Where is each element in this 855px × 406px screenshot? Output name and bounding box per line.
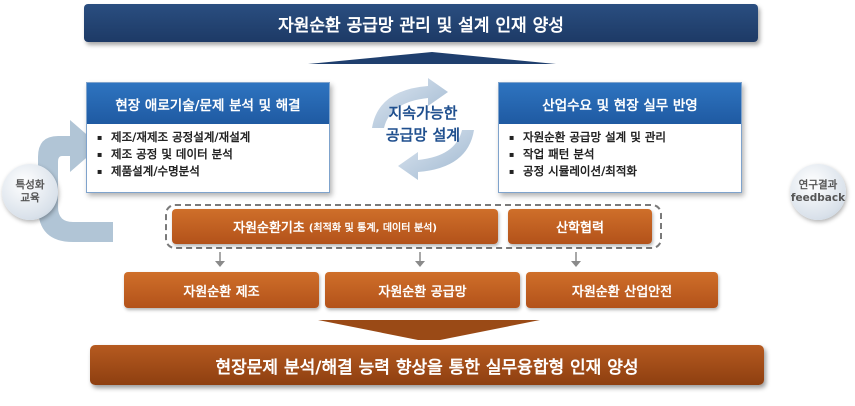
coop-box: 산학협력 <box>508 209 652 244</box>
down-arrow-icon <box>571 252 581 267</box>
list-item-text: 작업 패턴 분석 <box>523 147 595 161</box>
feedback-circle-line1: 연구결과 <box>798 179 838 191</box>
list-item-text: 제조 공정 및 데이터 분석 <box>111 147 233 161</box>
feedback-circle: 연구결과 feedback <box>790 164 846 220</box>
foundation-main-box: 자원순환기초 (최적화 및 통계, 데이터 분석) <box>172 209 498 244</box>
track-box-manufacturing: 자원순환 제조 <box>124 272 319 308</box>
center-line2: 공급망 설계 <box>385 126 461 144</box>
bottom-banner: 현장문제 분석/해결 능력 향상을 통한 실무융합형 인재 양성 <box>90 345 764 385</box>
education-circle: 특성화 교육 <box>2 164 58 220</box>
foundation-main-label: 자원순환기초 <box>233 221 305 236</box>
list-item: ▪ 공정 시뮬레이션/최적화 <box>509 163 741 180</box>
list-item-text: 공정 시뮬레이션/최적화 <box>523 164 638 178</box>
down-arrow-icon <box>215 252 225 267</box>
center-line1: 지속가능한 <box>388 104 458 122</box>
list-item-text: 제품설계/수명분석 <box>111 164 200 178</box>
list-item: ▪ 작업 패턴 분석 <box>509 146 741 163</box>
down-arrow-trapezoid-icon <box>318 320 540 340</box>
bullet-icon: ▪ <box>509 133 515 142</box>
top-banner: 자원순환 공급망 관리 및 설계 인재 양성 <box>84 4 758 42</box>
foundation-main-sub: (최적화 및 통계, 데이터 분석) <box>308 223 437 234</box>
list-item-text: 자원순환 공급망 설계 및 관리 <box>523 130 666 144</box>
left-panel-title: 현장 애로기술/문제 분석 및 해결 <box>87 83 329 124</box>
track-label: 자원순환 제조 <box>183 284 260 300</box>
foundation-group <box>165 204 662 249</box>
education-circle-line1: 특성화 <box>15 179 45 191</box>
cycle-arrows-icon <box>372 78 474 180</box>
right-panel-list: ▪ 자원순환 공급망 설계 및 관리 ▪ 작업 패턴 분석 ▪ 공정 시뮬레이션/최적… <box>499 124 741 180</box>
bottom-banner-text: 현장문제 분석/해결 능력 향상을 통한 실무융합형 인재 양성 <box>215 357 639 378</box>
track-box-safety: 자원순환 산업안전 <box>526 272 718 308</box>
list-item: ▪ 제조 공정 및 데이터 분석 <box>97 146 329 163</box>
list-item: ▪ 자원순환 공급망 설계 및 관리 <box>509 129 741 146</box>
left-panel: 현장 애로기술/문제 분석 및 해결 ▪ 제조/재제조 공정설계/재설계 ▪ 제조 … <box>86 82 330 193</box>
bullet-icon: ▪ <box>97 167 103 176</box>
track-box-supply-chain: 자원순환 공급망 <box>325 272 520 308</box>
left-panel-list: ▪ 제조/재제조 공정설계/재설계 ▪ 제조 공정 및 데이터 분석 ▪ 제품설계/수… <box>87 124 329 180</box>
list-item: ▪ 제품설계/수명분석 <box>97 163 329 180</box>
bullet-icon: ▪ <box>97 133 103 142</box>
coop-label: 산학협력 <box>556 221 604 236</box>
feedback-circle-line2: feedback <box>790 192 846 204</box>
right-panel-title: 산업수요 및 현장 실무 반영 <box>499 83 741 124</box>
track-label: 자원순환 공급망 <box>378 284 467 300</box>
education-circle-line2: 교육 <box>20 192 40 204</box>
list-item-text: 제조/재제조 공정설계/재설계 <box>111 130 251 144</box>
center-concept: 지속가능한 공급망 설계 <box>358 102 488 146</box>
bullet-icon: ▪ <box>509 150 515 159</box>
list-item: ▪ 제조/재제조 공정설계/재설계 <box>97 129 329 146</box>
bullet-icon: ▪ <box>97 150 103 159</box>
right-panel: 산업수요 및 현장 실무 반영 ▪ 자원순환 공급망 설계 및 관리 ▪ 작업 패턴… <box>498 82 742 193</box>
up-arrow-icon <box>308 52 556 64</box>
track-label: 자원순환 산업안전 <box>571 284 673 300</box>
bullet-icon: ▪ <box>509 167 515 176</box>
down-arrow-icon <box>415 252 425 267</box>
top-banner-text: 자원순환 공급망 관리 및 설계 인재 양성 <box>278 15 564 36</box>
